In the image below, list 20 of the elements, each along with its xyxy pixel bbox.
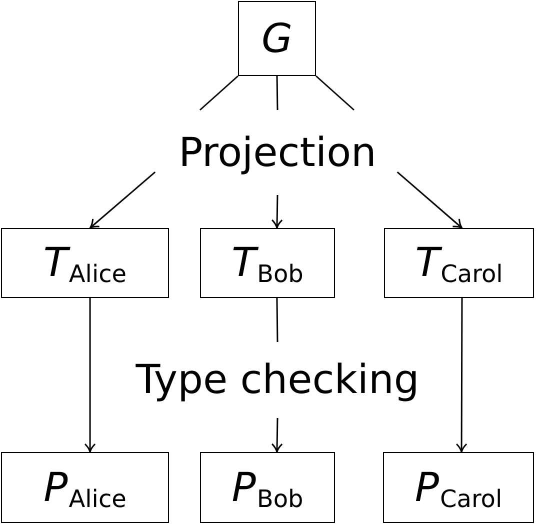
node-label: T$_{Bob}$ xyxy=(232,243,304,283)
node-label: P$_{Bob}$ xyxy=(232,468,304,508)
process-box xyxy=(1,452,169,523)
process-box xyxy=(200,452,335,523)
connector-line xyxy=(276,76,278,110)
node-label: P$_{Alice}$ xyxy=(44,468,126,508)
process-box xyxy=(238,1,316,76)
process-box xyxy=(200,228,335,298)
process-box xyxy=(383,452,534,523)
stage-label: Projection xyxy=(150,110,405,195)
connector-line xyxy=(199,75,238,111)
connector-line xyxy=(316,75,354,111)
node-label: P$_{Carol}$ xyxy=(414,468,502,508)
connector-line xyxy=(276,298,278,342)
stage-label: Type checking xyxy=(130,342,425,418)
node-label: T$_{Alice}$ xyxy=(43,243,127,283)
process-box xyxy=(384,228,534,298)
process-box xyxy=(1,228,169,298)
node-label: T$_{Carol}$ xyxy=(415,243,503,283)
node-label: G xyxy=(262,18,292,58)
